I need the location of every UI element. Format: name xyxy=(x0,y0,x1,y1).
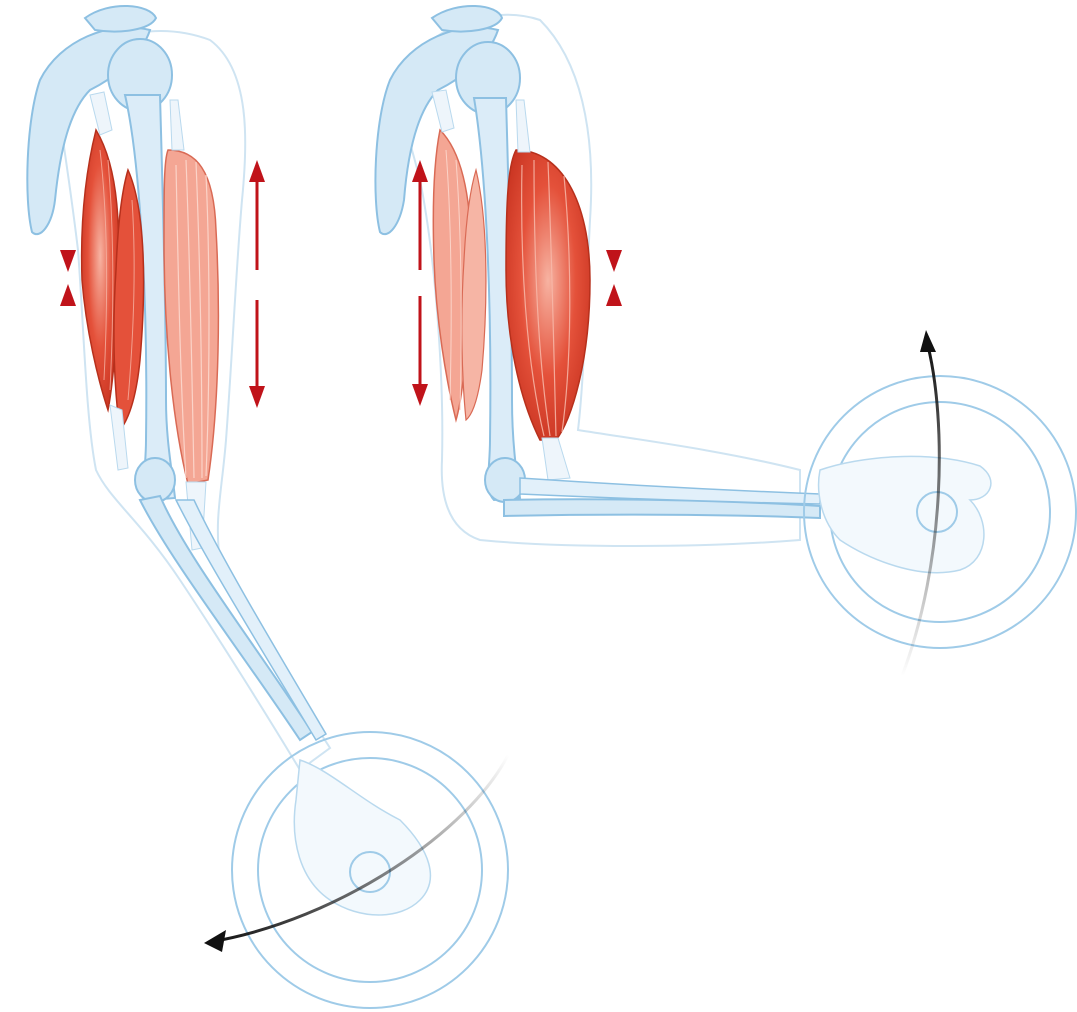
skin-outline-flexed xyxy=(398,13,801,547)
triceps-tendon-lower xyxy=(109,404,129,471)
biceps-tendon-upper xyxy=(169,99,185,151)
triceps-relaxed-striations xyxy=(445,149,462,411)
clavicle xyxy=(83,5,158,33)
biceps-contracted-striations xyxy=(521,159,571,437)
rotation-arrow-down xyxy=(204,754,510,952)
flexed-arm-panel xyxy=(374,5,1077,677)
rotation-arrow-up xyxy=(900,330,941,677)
biceps-contracted-tendon-lower xyxy=(541,437,571,481)
radius xyxy=(174,499,328,742)
biceps-contracted xyxy=(505,149,591,441)
elbow-joint-flexed xyxy=(484,457,526,503)
ulna-flexed xyxy=(503,498,821,520)
triceps-striations xyxy=(99,149,135,401)
elbow-joint xyxy=(134,457,176,503)
triceps-relaxed-lateral xyxy=(461,167,487,422)
weight-plate xyxy=(231,731,509,1009)
triceps-relaxed-tendon xyxy=(431,89,455,133)
extended-arm-panel xyxy=(26,5,510,1009)
hand xyxy=(293,758,432,916)
biceps-contracted-tendon-upper xyxy=(515,99,531,153)
force-arrow-triceps xyxy=(60,160,76,400)
force-arrow-triceps-flexed xyxy=(412,160,428,406)
biceps-striations xyxy=(175,159,210,479)
triceps-tendon-upper xyxy=(89,91,113,136)
hand-flexed xyxy=(817,455,992,574)
force-arrow-biceps-flexed xyxy=(606,155,622,398)
ulna xyxy=(138,494,314,742)
force-arrow-biceps xyxy=(249,160,265,408)
clavicle-flexed xyxy=(430,5,504,33)
